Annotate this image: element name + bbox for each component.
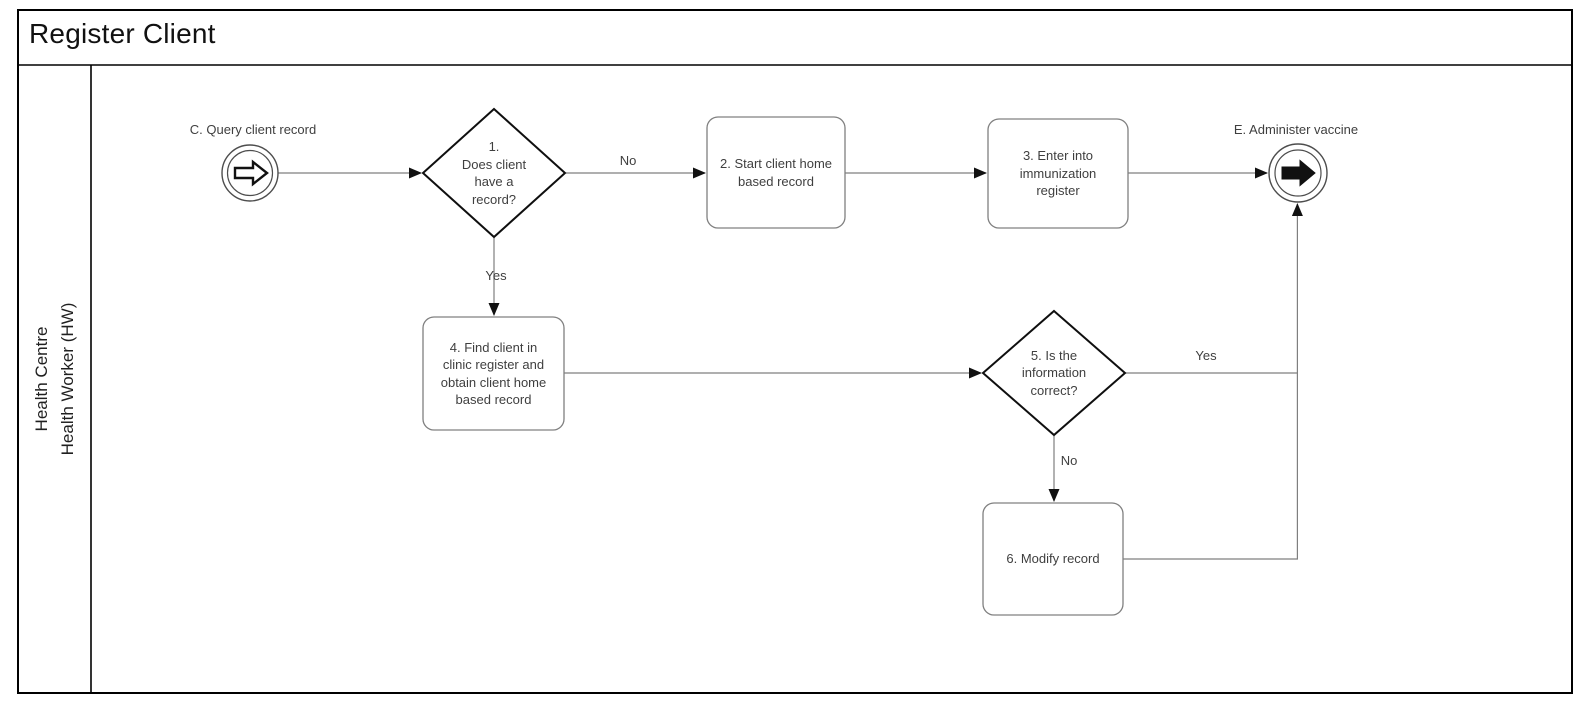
edge-label-gateway5-no: No: [1060, 453, 1078, 468]
start-event: [221, 144, 279, 202]
gateway-5-diamond: [981, 309, 1127, 437]
pool-title: Register Client: [29, 18, 216, 49]
gateway-1-diamond: [421, 107, 567, 239]
lane-label-line2: Health Worker (HW): [57, 302, 77, 456]
lane-label: Health Centre Health Worker (HW): [29, 303, 81, 456]
lane-label-column: Health Centre Health Worker (HW): [18, 65, 91, 693]
pool-frame: [17, 9, 1573, 694]
edge-label-gateway1-yes: Yes: [485, 268, 507, 283]
task-6-shape: [982, 502, 1124, 616]
link-arrow-filled-icon: [1281, 159, 1316, 187]
lane-label-line1: Health Centre: [31, 326, 51, 432]
connector-task6-loop-to-end: [1123, 203, 1303, 560]
task-2-shape: [706, 116, 846, 229]
link-arrow-outline-icon: [233, 159, 269, 187]
start-event-label: C. Query client record: [189, 122, 317, 137]
end-event-label: E. Administer vaccine: [1233, 122, 1359, 137]
task-3-shape: [987, 118, 1129, 229]
end-event: [1268, 143, 1328, 203]
edge-label-gateway1-no: No: [619, 153, 637, 168]
edge-label-gateway5-yes: Yes: [1195, 348, 1217, 363]
task-4-shape: [422, 316, 565, 431]
